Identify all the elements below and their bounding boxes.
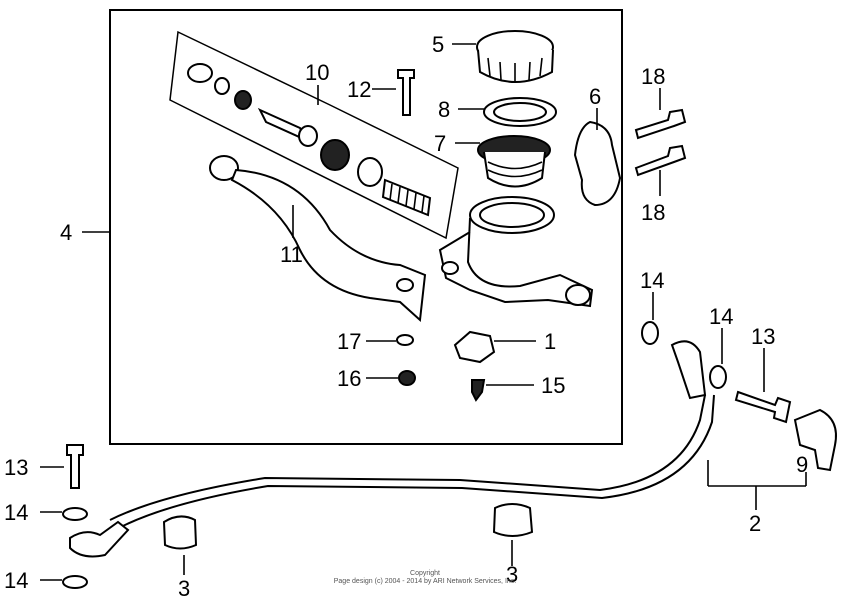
grommet-left (162, 515, 198, 550)
label-part-9: 9 (796, 452, 808, 477)
washer-14-d (62, 575, 88, 589)
bolt-13-right (734, 390, 792, 424)
holder (573, 120, 622, 207)
label-part-12: 12 (347, 77, 371, 102)
label-part-2: 2 (749, 511, 761, 536)
label-part-8: 8 (438, 97, 450, 122)
bolt-18-lower (634, 144, 687, 177)
banjo-fitting (793, 408, 837, 472)
label-part-13-left: 13 (4, 455, 28, 480)
label-part-16: 16 (337, 366, 361, 391)
label-part-5: 5 (432, 32, 444, 57)
reservoir-cap (476, 30, 554, 83)
nut-16 (398, 370, 416, 386)
label-part-18-lower: 18 (641, 200, 665, 225)
brake-lever (209, 155, 427, 323)
copyright-line-2: Page design (c) 2004 - 2014 by ARI Netwo… (334, 578, 517, 585)
piston-kit-panel (169, 30, 459, 240)
label-part-7: 7 (434, 131, 446, 156)
master-cylinder-body (438, 196, 594, 308)
diaphragm (477, 135, 551, 188)
label-part-6: 6 (589, 84, 601, 109)
piston-kit-parts (187, 63, 432, 217)
label-part-14-d: 14 (4, 568, 28, 593)
washer-14-a (641, 321, 659, 345)
label-part-4: 4 (60, 220, 72, 245)
label-part-11: 11 (280, 242, 303, 267)
label-part-3-left: 3 (178, 576, 190, 601)
label-part-14-c: 14 (4, 500, 28, 525)
copyright-line-1: Copyright (410, 570, 440, 577)
label-part-18-upper: 18 (641, 64, 665, 89)
bolt-12 (397, 69, 415, 116)
washer-17 (396, 334, 414, 346)
label-part-17: 17 (337, 329, 361, 354)
label-part-14-a: 14 (640, 268, 664, 293)
label-part-1: 1 (544, 329, 556, 354)
label-part-15: 15 (541, 373, 565, 398)
washer-14-c (62, 507, 88, 521)
leader-lines (40, 43, 807, 581)
washer-14-b (709, 365, 727, 389)
brake-hose (69, 340, 715, 558)
diaphragm-plate (483, 97, 557, 127)
screw-15 (471, 379, 486, 402)
label-part-3-right: 3 (506, 562, 518, 587)
assembly-frame (109, 9, 623, 445)
label-part-10: 10 (305, 60, 329, 85)
grommet-right (492, 503, 534, 537)
bolt-13-left (66, 444, 84, 489)
label-part-14-b: 14 (709, 304, 733, 329)
label-part-13-right: 13 (751, 324, 775, 349)
brake-switch (453, 330, 496, 364)
bolt-18-upper (634, 108, 687, 140)
